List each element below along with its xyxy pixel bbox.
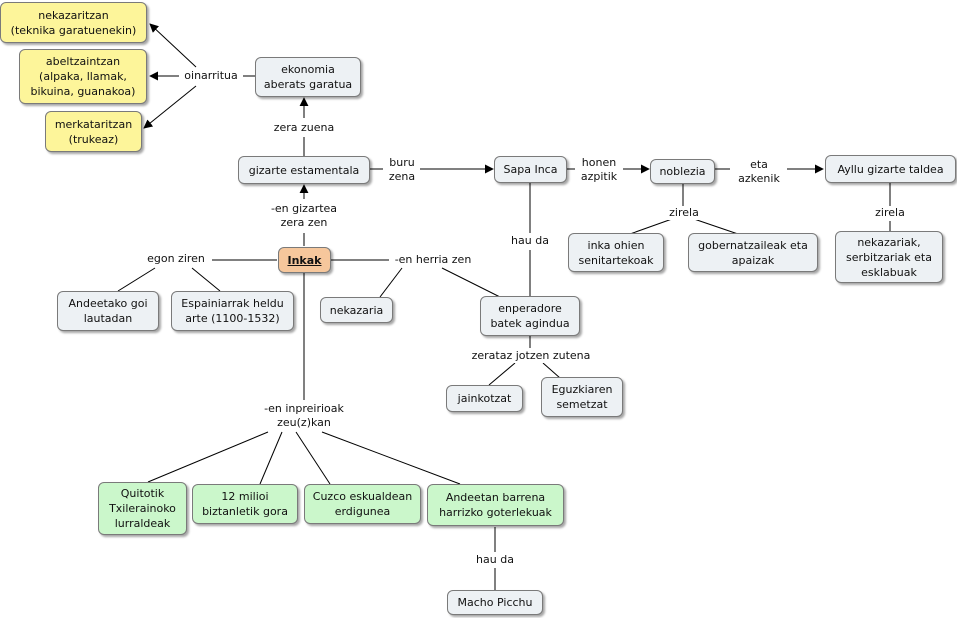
link-egon-ziren: egon ziren	[140, 252, 212, 266]
link-hau-da-andeetan: hau da	[470, 553, 520, 567]
concept-nekazaria[interactable]: nekazaria	[320, 297, 393, 323]
link-hau-da-sapa: hau da	[505, 234, 555, 248]
concept-espainiarrak[interactable]: Espainiarrak heldu arte (1100-1532)	[171, 291, 294, 331]
concept-andeetan[interactable]: Andeetan barrena harrizko goterlekuak	[427, 484, 564, 526]
link-buru-zena: buru zena	[384, 156, 420, 184]
concept-eguzkiaren[interactable]: Eguzkiaren semetzat	[541, 377, 623, 417]
concept-nekazariak[interactable]: nekazariak, serbitzariak eta esklabuak	[835, 231, 943, 283]
concept-quitotik[interactable]: Quitotik Txilerainoko lurraldeak	[98, 482, 187, 535]
concept-cuzco[interactable]: Cuzco eskualdean erdigunea	[304, 484, 421, 524]
link-oinarritua: oinarritua	[179, 69, 243, 83]
concept-macho-picchu[interactable]: Macho Picchu	[447, 590, 543, 615]
link-eta-azkenik: eta azkenik	[731, 158, 787, 186]
concept-enperadore[interactable]: enperadore batek agindua	[480, 296, 580, 336]
concept-inka-ohien[interactable]: inka ohien senitartekoak	[568, 233, 664, 272]
link-zirela-ayllu: zirela	[870, 206, 910, 220]
link-en-gizartea: -en gizartea zera zen	[262, 202, 346, 231]
link-en-herria-zen: -en herria zen	[389, 253, 477, 267]
link-zerataz: zerataz jotzen zutena	[465, 349, 597, 363]
concept-abeltzaintzan[interactable]: abeltzaintzan (alpaka, llamak, bikuina, …	[19, 49, 147, 104]
concept-jainkotzat[interactable]: jainkotzat	[446, 385, 523, 412]
concept-12-milioi[interactable]: 12 milioi biztanletik gora	[192, 484, 298, 524]
concept-inkak[interactable]: Inkak	[278, 247, 331, 273]
link-zera-zuena: zera zuena	[270, 121, 338, 135]
link-zirela-noblezia: zirela	[664, 206, 704, 220]
concept-ayllu[interactable]: Ayllu gizarte taldea	[825, 155, 956, 183]
concept-merkataritzan[interactable]: merkataritzan (trukeaz)	[45, 111, 142, 152]
concept-sapa-inca[interactable]: Sapa Inca	[494, 156, 567, 183]
concept-andeetako[interactable]: Andeetako goi lautadan	[57, 291, 159, 331]
concept-noblezia[interactable]: noblezia	[650, 159, 715, 184]
concept-gobernatzaileak[interactable]: gobernatzaileak eta apaizak	[688, 233, 818, 272]
concept-gizarte-estamentala[interactable]: gizarte estamentala	[238, 156, 370, 184]
concept-ekonomia[interactable]: ekonomia aberats garatua	[255, 57, 361, 97]
link-honen-azpitik: honen azpitik	[575, 156, 623, 184]
concept-nekazaritzan[interactable]: nekazaritzan (teknika garatuenekin)	[0, 2, 147, 43]
link-inpreirioak: -en inpreirioak zeu(z)kan	[255, 402, 353, 431]
